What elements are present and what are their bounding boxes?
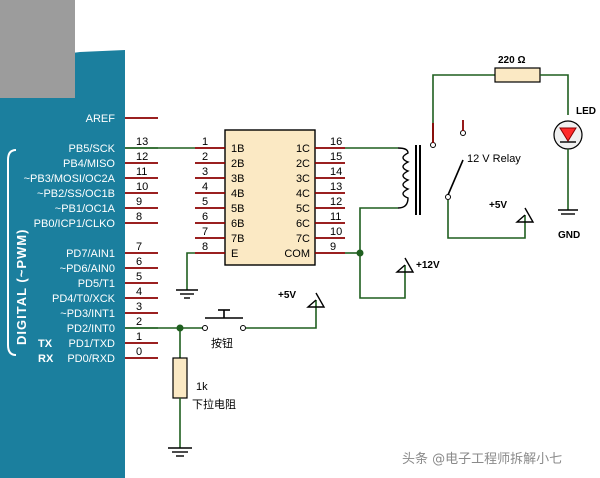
driver-ic xyxy=(224,129,316,266)
arduino-pin-number: 1 xyxy=(136,331,142,343)
digital-side-label: DIGITAL (~PWM) xyxy=(14,229,29,345)
pulldown-label: 下拉电阻 xyxy=(192,397,236,411)
arduino-pin-label: PD1/TXD xyxy=(69,338,116,350)
arduino-pin-label: ~PB2/SS/OC1B xyxy=(37,188,115,200)
led-label: LED xyxy=(576,106,596,117)
resistor-220 xyxy=(494,67,569,115)
relay-supply-label: +12V xyxy=(416,260,440,271)
ic-right-pin-name: 6C xyxy=(296,218,310,230)
resistor-220-label: 220 Ω xyxy=(498,55,525,66)
arduino-pin-label: ~PB3/MOSI/OC2A xyxy=(24,173,116,185)
ic-left-pin-number: 3 xyxy=(202,166,208,178)
ic-left-pin-name: 3B xyxy=(231,173,244,185)
arduino-pin-number: 12 xyxy=(136,151,148,163)
arduino-pin-number: 0 xyxy=(136,346,142,358)
arduino-pin-label: PD4/T0/XCK xyxy=(52,293,116,305)
ic-right-pin-name: 5C xyxy=(296,203,310,215)
tx-label: TX xyxy=(38,338,53,350)
arduino-pin-label: ~PD6/AIN0 xyxy=(60,263,115,275)
ic-right-pin-number: 15 xyxy=(330,151,342,163)
ic-left-pin-name: 7B xyxy=(231,233,244,245)
ic-left-pin-number: 5 xyxy=(202,196,208,208)
arduino-pin-label: ~PB1/OC1A xyxy=(55,203,116,215)
ic-right-pin-number: 12 xyxy=(330,196,342,208)
arduino-pin-number: 5 xyxy=(136,271,142,283)
arduino-pin-label: PD2/INT0 xyxy=(67,323,115,335)
ic-right-pin-number: 13 xyxy=(330,181,342,193)
arduino-pin-number: 6 xyxy=(136,256,142,268)
ic-right-pin-number: 16 xyxy=(330,136,342,148)
ic-right-pin-number: 9 xyxy=(330,241,336,253)
arduino-pin-label: PB0/ICP1/CLKO xyxy=(34,218,116,230)
arduino-pin-number: 11 xyxy=(136,166,147,178)
relay-vcc-label: +5V xyxy=(489,200,507,211)
ic-left-pin-number: 1 xyxy=(202,136,208,148)
rx-label: RX xyxy=(38,353,54,365)
ic-right-pin-number: 14 xyxy=(330,166,342,178)
arduino-pin-number: 2 xyxy=(136,316,142,328)
led xyxy=(553,120,583,215)
arduino-pin-number: 13 xyxy=(136,136,148,148)
arduino-pin-number: 4 xyxy=(136,286,142,298)
ic-left-pin-name: 2B xyxy=(231,158,244,170)
arduino-pin-label: PD5/T1 xyxy=(78,278,115,290)
ic-left-pin-number: 8 xyxy=(202,241,208,253)
ic-pins: 1 1B 2 2B 3 3B 4 4B 5 5B 6 6B 7 7B 8E 16 1C 15 2C 14 3C 13 4C 1… xyxy=(195,136,345,260)
button-circuit xyxy=(158,292,326,457)
arduino-pin-label: PB5/SCK xyxy=(69,143,116,155)
signal-wires xyxy=(158,147,415,299)
arduino-pin-number: 8 xyxy=(136,211,142,223)
relay xyxy=(397,74,535,239)
pulldown-value: 1k xyxy=(196,381,208,393)
ic-left-pin-name: 4B xyxy=(231,188,244,200)
arduino-pin-number: 9 xyxy=(136,196,142,208)
ic-right-pin-name: 2C xyxy=(296,158,310,170)
ic-right-pin-name: 4C xyxy=(296,188,310,200)
ic-left-pin-number: 6 xyxy=(202,211,208,223)
ic-left-pin-name: 6B xyxy=(231,218,244,230)
ic-left-pin-name: E xyxy=(231,248,238,260)
ic-right-pin-number: 10 xyxy=(330,226,342,238)
arduino-pin-label: PD7/AIN1 xyxy=(66,248,115,260)
ic-right-pin-name: 3C xyxy=(296,173,310,185)
ic-left-pin-number: 2 xyxy=(202,151,208,163)
arduino-pin-number: 3 xyxy=(136,301,142,313)
gnd-label: GND xyxy=(558,230,580,241)
arduino-pin-number: 10 xyxy=(136,181,148,193)
ic-right-pin-name: 7C xyxy=(296,233,310,245)
watermark: 头条 @电子工程师拆解小七 xyxy=(402,451,562,467)
ic-left-pin-number: 7 xyxy=(202,226,208,238)
arduino-pin-label: PB4/MISO xyxy=(63,158,115,170)
arduino-board xyxy=(0,0,125,478)
ic-right-pin-name: COM xyxy=(284,248,310,260)
button-label: 按钮 xyxy=(211,336,233,350)
ic-left-pin-name: 1B xyxy=(231,143,244,155)
ic-left-pin-name: 5B xyxy=(231,203,244,215)
ic-left-pin-number: 4 xyxy=(202,181,208,193)
aref-label: AREF xyxy=(86,113,116,125)
ic-right-pin-number: 11 xyxy=(330,211,341,223)
arduino-pins: PB5/SCK13PB4/MISO12~PB3/MOSI/OC2A11~PB2/… xyxy=(24,136,158,365)
button-vcc-label: +5V xyxy=(278,290,296,301)
arduino-pin-label: PD0/RXD xyxy=(67,353,115,365)
arduino-pin-label: ~PD3/INT1 xyxy=(60,308,115,320)
relay-label: 12 V Relay xyxy=(467,153,521,165)
ic-right-pin-name: 1C xyxy=(296,143,310,155)
arduino-pin-number: 7 xyxy=(136,241,142,253)
